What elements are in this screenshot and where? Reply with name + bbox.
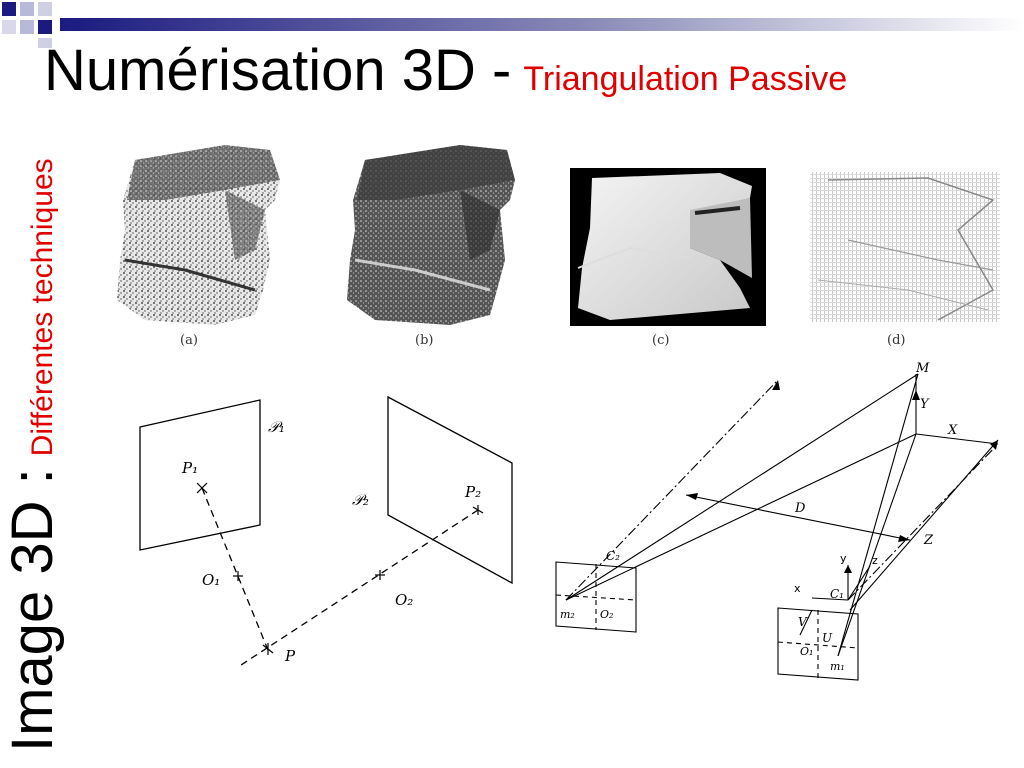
caption-d: (d) <box>887 333 906 348</box>
label-o2-right: O₂ <box>600 608 613 621</box>
header-decoration <box>0 0 1024 50</box>
vertical-title: Image 3D : Différentes techniques <box>0 158 65 752</box>
label-x-big: X <box>947 423 958 438</box>
label-m: M <box>915 361 930 376</box>
caption-b: (b) <box>415 333 434 348</box>
label-y-small: y <box>840 552 847 565</box>
label-x-small: x <box>794 582 801 595</box>
label-z-big: Z <box>923 533 934 548</box>
title-main: Numérisation 3D - <box>44 38 512 103</box>
label-p1: P₁ <box>181 459 198 477</box>
scan-image-b <box>347 145 515 325</box>
vertical-title-sub: Différentes techniques <box>26 158 59 457</box>
label-d: D <box>794 501 806 516</box>
label-m2: m₂ <box>560 608 575 621</box>
mesh-image-d <box>810 172 1000 322</box>
label-o2: O₂ <box>395 591 413 609</box>
label-c1: C₁ <box>830 587 844 601</box>
label-v: V <box>798 615 808 629</box>
plane-2-shape <box>387 395 513 585</box>
triangulation-diagram: M Y X D Z C₂ C₁ m₂ O₂ O₁ m₁ U V y z x <box>555 361 999 681</box>
label-o1-right: O₁ <box>800 645 813 658</box>
camera-2-plane <box>555 561 637 633</box>
label-c2: C₂ <box>606 549 620 563</box>
title-sub: Triangulation Passive <box>523 60 848 98</box>
label-p2: P₂ <box>464 483 481 501</box>
scan-image-a <box>117 145 280 325</box>
vertical-title-main: Image 3D : <box>0 468 65 752</box>
stereo-planes-diagram: 𝒫₁ 𝒫₂ P₁ P₂ O₁ O₂ P <box>139 395 513 668</box>
label-plane-1: 𝒫₁ <box>268 418 285 436</box>
label-m1: m₁ <box>830 660 845 673</box>
camera-1-plane <box>777 607 859 681</box>
label-o1: O₁ <box>202 571 220 589</box>
label-plane-2: 𝒫₂ <box>352 491 369 509</box>
slide-title: Numérisation 3D -Triangulation Passive <box>44 42 847 100</box>
label-y-big: Y <box>920 397 930 412</box>
plane-1-shape <box>139 399 261 551</box>
caption-c: (c) <box>652 333 670 348</box>
label-p: P <box>284 647 296 665</box>
label-z-small: z <box>872 554 878 567</box>
header-gradient-bar <box>2 2 1024 48</box>
caption-a: (a) <box>180 333 198 348</box>
label-u: U <box>822 631 833 645</box>
depth-map-image-c <box>570 168 766 326</box>
